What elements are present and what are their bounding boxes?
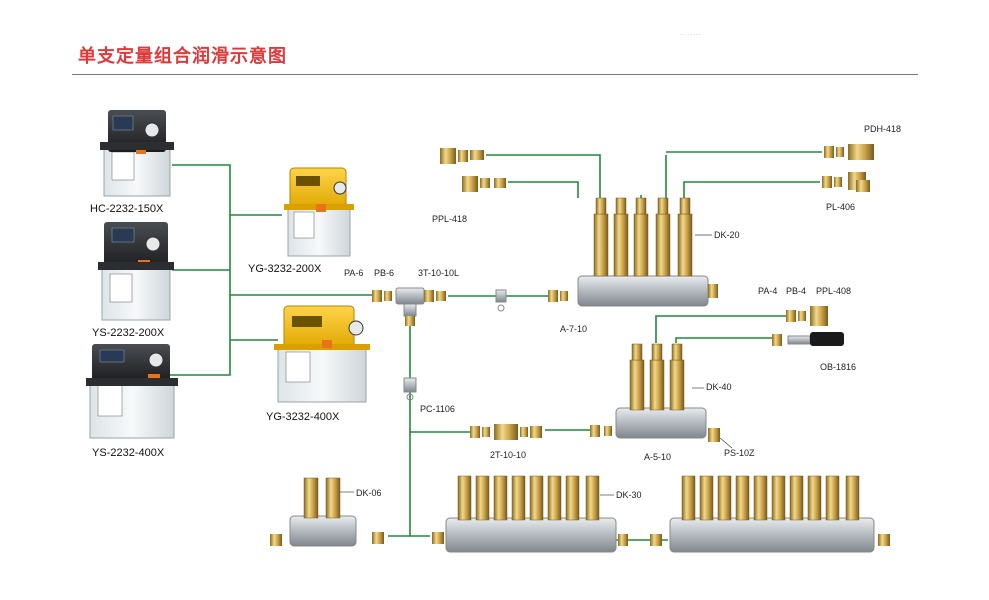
label-ps-10z: PS-10Z — [724, 448, 755, 458]
faint-text: ·· ····· — [680, 30, 701, 39]
distributor-dk-06 — [270, 477, 384, 547]
hose-ob-1816 — [772, 332, 844, 346]
label-dk-20: DK-20 — [714, 230, 740, 240]
label-dk-30: DK-30 — [616, 490, 642, 500]
label-ob-1816: OB-1816 — [820, 362, 856, 372]
label-pl-406: PL-406 — [826, 202, 855, 212]
pump-yg-3232-400x — [274, 305, 370, 403]
label-pump-yg-3232-200x: YG-3232-200X — [248, 263, 322, 275]
clamp-pc-1106 — [403, 377, 417, 401]
label-a-7-10: A-7-10 — [560, 324, 587, 334]
fitting-ppl-418 — [440, 148, 506, 192]
tee-2t-10-10 — [470, 424, 542, 440]
distributor-dk-40 — [590, 343, 720, 442]
label-pdh-418: PDH-418 — [864, 124, 901, 134]
pump-hc-2232-150x — [100, 110, 174, 197]
pump-yg-3232-200x — [284, 167, 354, 257]
page-title: 单支定量组合润滑示意图 — [78, 46, 287, 67]
distributor-dk-20 — [577, 197, 718, 307]
label-pump-hc-2232-150x: HC-2232-150X — [90, 203, 164, 215]
fitting-inlet-a710 — [548, 290, 568, 302]
label-pc-1106: PC-1106 — [420, 404, 455, 414]
label-pump-yg-3232-400x: YG-3232-400X — [266, 411, 340, 423]
fittings-pa4-pb4-ppl408 — [786, 306, 828, 326]
label-2t-10-10: 2T-10-10 — [490, 450, 526, 460]
label-pump-ys-2232-400x: YS-2232-400X — [92, 447, 165, 459]
label-pa-6: PA-6 — [344, 268, 363, 278]
label-ppl-418: PPL-418 — [432, 214, 467, 224]
distributor-long — [650, 475, 890, 553]
label-a-5-10: A-5-10 — [644, 452, 671, 462]
label-pa-4: PA-4 — [758, 286, 777, 296]
label-dk-40: DK-40 — [706, 382, 732, 392]
tee-3t-10-10l — [395, 287, 446, 326]
label-pb-4: PB-4 — [786, 286, 806, 296]
fitting-pdh-418 — [824, 144, 874, 160]
fittings-pa6-pb6 — [372, 290, 392, 302]
distributor-dk-30 — [432, 475, 628, 553]
label-pb-6: PB-6 — [374, 268, 394, 278]
label-3t-10-10l: 3T-10-10L — [418, 268, 459, 278]
clamp-a — [495, 289, 507, 312]
label-pump-ys-2232-200x: YS-2232-200X — [92, 327, 165, 339]
pump-ys-2232-200x — [98, 222, 174, 321]
fitting-pl-406 — [822, 172, 870, 192]
title-rule — [72, 74, 918, 75]
pump-ys-2232-400x — [86, 344, 178, 439]
label-dk-06: DK-06 — [356, 488, 382, 498]
label-ppl-408: PPL-408 — [816, 286, 851, 296]
leader-lines — [340, 234, 733, 496]
